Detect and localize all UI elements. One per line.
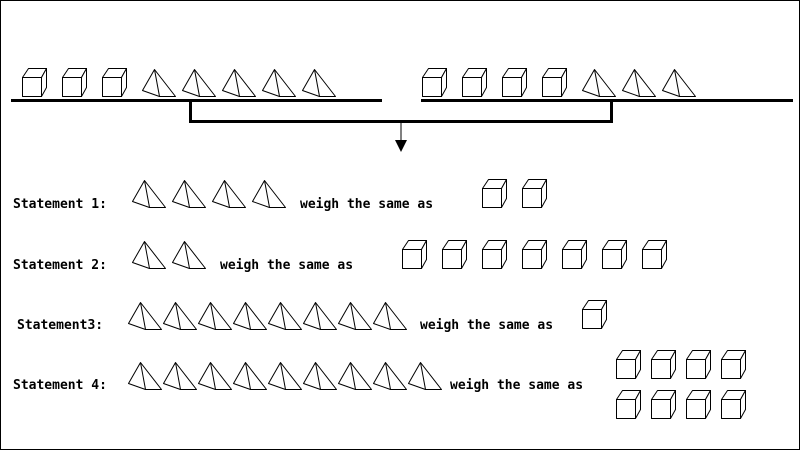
cube-icon [642,240,667,269]
pyramid-icon [128,302,162,330]
statement-4-label: Statement 4: [13,378,107,393]
cube-icon [482,240,507,269]
pyramid-icon [252,180,286,208]
pyramid-icon [373,362,407,390]
pyramid-icon [233,302,267,330]
cube-icon [651,390,676,419]
pyramid-icon [233,362,267,390]
statement-1-label: Statement 1: [13,197,107,212]
cube-icon [402,240,427,269]
cube-icon [562,240,587,269]
cube-icon [522,240,547,269]
cube-icon [502,68,527,97]
cube-icon [462,68,487,97]
cube-icon [62,68,87,97]
cube-icon [582,300,607,329]
pyramid-icon [132,241,166,269]
cube-icon [542,68,567,97]
cube-icon [422,68,447,97]
support-crossbar [189,120,613,123]
statement-2-label: Statement 2: [13,258,107,273]
pyramid-icon [373,302,407,330]
pyramid-icon [222,69,256,97]
cube-icon [102,68,127,97]
cube-icon [721,390,746,419]
right-pan-beam [421,99,793,102]
pyramid-icon [163,362,197,390]
cube-icon [522,179,547,208]
pyramid-icon [303,302,337,330]
pyramid-icon [268,302,302,330]
statement-2-relation: weigh the same as [220,258,354,273]
statement-3-label: Statement3: [17,318,104,333]
pyramid-icon [408,362,442,390]
right-support-post [610,102,613,123]
cube-icon [442,240,467,269]
pyramid-icon [142,69,176,97]
left-pan-beam [11,99,382,102]
pyramid-icon [172,241,206,269]
down-arrow-icon [395,123,407,152]
cube-icon [602,240,627,269]
cube-icon [616,350,641,379]
left-support-post [189,102,192,123]
cube-icon [721,350,746,379]
cube-icon [651,350,676,379]
pyramid-icon [338,302,372,330]
pyramid-icon [163,302,197,330]
cube-icon [686,350,711,379]
statement-1-relation: weigh the same as [300,197,434,212]
cube-icon [686,390,711,419]
pyramid-icon [622,69,656,97]
pyramid-icon [303,362,337,390]
pyramid-icon [198,362,232,390]
pyramid-icon [268,362,302,390]
pyramid-icon [132,180,166,208]
pyramid-icon [172,180,206,208]
statement-3-relation: weigh the same as [420,318,554,333]
pyramid-icon [582,69,616,97]
cube-icon [616,390,641,419]
cube-icon [482,179,507,208]
pyramid-icon [128,362,162,390]
pyramid-icon [198,302,232,330]
cube-icon [22,68,47,97]
pyramid-icon [338,362,372,390]
pyramid-icon [262,69,296,97]
pyramid-icon [212,180,246,208]
pyramid-icon [662,69,696,97]
pyramid-icon [182,69,216,97]
pyramid-icon [302,69,336,97]
statement-4-relation: weigh the same as [450,378,584,393]
